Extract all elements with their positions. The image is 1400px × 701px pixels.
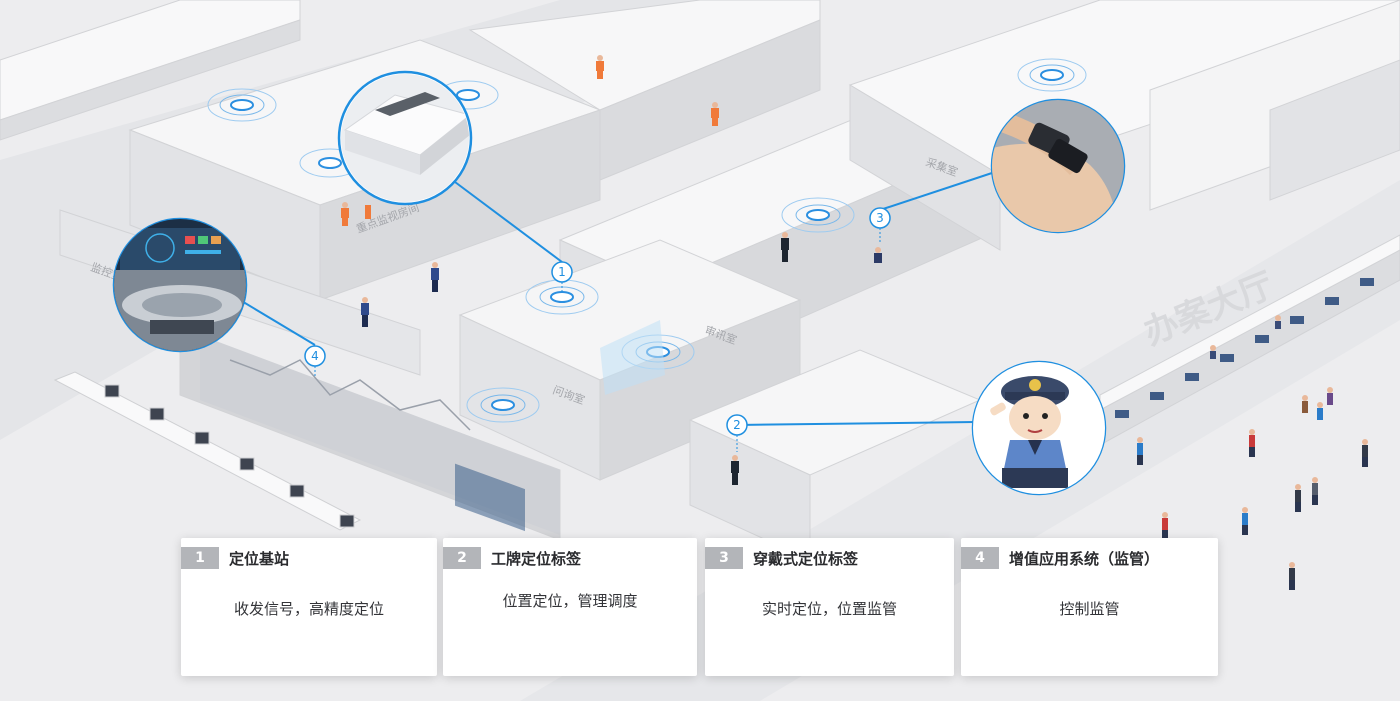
card-2-description: 位置定位，管理调度 xyxy=(502,592,638,610)
callout-police-badge xyxy=(971,360,1107,496)
card-1-number: 1 xyxy=(181,547,219,569)
marker-stems xyxy=(314,228,881,452)
callout-base-station xyxy=(337,70,473,206)
card-4-title: 增值应用系统（监管） xyxy=(1009,549,1160,568)
video-wall xyxy=(200,335,560,535)
card-3-header: 3 穿戴式定位标签 xyxy=(705,547,858,569)
card-1-header: 1 定位基站 xyxy=(181,547,289,569)
marker-4[interactable]: 4 xyxy=(304,345,326,367)
card-1-description: 收发信号，高精度定位 xyxy=(233,600,384,618)
marker-4-label: 4 xyxy=(311,349,319,363)
marker-3-label: 3 xyxy=(876,211,884,225)
info-card-2: 2 工牌定位标签 位置定位，管理调度 xyxy=(443,538,697,676)
callout-lines xyxy=(239,171,996,426)
walls xyxy=(0,0,1400,561)
card-1-title: 定位基站 xyxy=(229,549,290,568)
card-3-description: 实时定位，位置监管 xyxy=(761,600,897,618)
wristband-tag-icon xyxy=(992,100,1124,232)
police-officer-badge-icon xyxy=(973,362,1105,494)
control-room-icon xyxy=(114,219,246,351)
hall-counter-windows xyxy=(1115,278,1374,418)
monitor-desks xyxy=(53,371,362,531)
marker-3[interactable]: 3 xyxy=(869,207,891,229)
info-card-3: 3 穿戴式定位标签 实时定位，位置监管 xyxy=(705,538,954,676)
card-2-title: 工牌定位标签 xyxy=(491,549,582,568)
card-4-header: 4 增值应用系统（监管） xyxy=(961,547,1159,569)
card-3-number: 3 xyxy=(705,547,743,569)
card-4-description: 控制监管 xyxy=(1059,600,1120,618)
info-card-1: 1 定位基站 收发信号，高精度定位 xyxy=(181,538,437,676)
marker-2-label: 2 xyxy=(733,418,741,432)
card-2-number: 2 xyxy=(443,547,481,569)
marker-1-label: 1 xyxy=(558,265,566,279)
card-2-header: 2 工牌定位标签 xyxy=(443,547,581,569)
marker-2[interactable]: 2 xyxy=(726,414,748,436)
marker-1[interactable]: 1 xyxy=(551,261,573,283)
card-3-title: 穿戴式定位标签 xyxy=(753,549,859,568)
callout-control-room xyxy=(112,217,248,353)
info-card-4: 4 增值应用系统（监管） 控制监管 xyxy=(961,538,1218,676)
callout-wristband xyxy=(990,98,1126,234)
people xyxy=(341,55,1368,590)
ceiling-base-station-icon xyxy=(341,74,469,202)
card-4-number: 4 xyxy=(961,547,999,569)
base-station-signals xyxy=(207,58,1087,423)
